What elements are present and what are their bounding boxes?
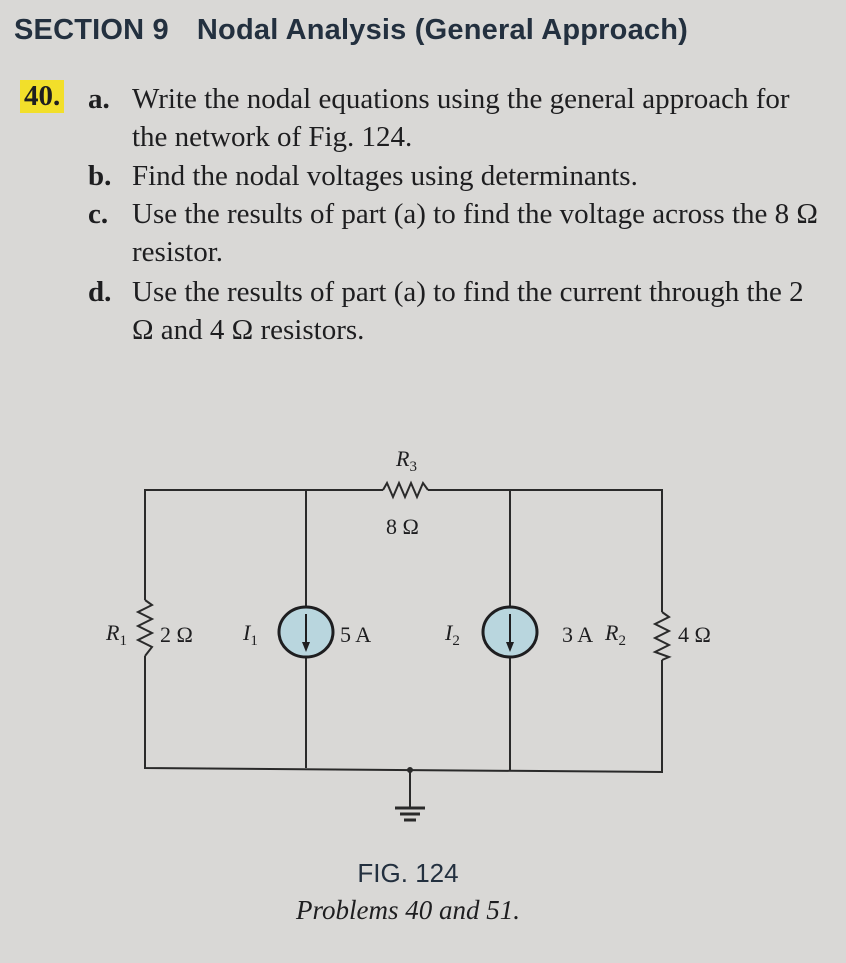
i2-label: I2 — [444, 620, 460, 649]
wires — [144, 489, 663, 774]
resistor-r2 — [652, 611, 672, 661]
arrow-down-icon — [506, 642, 514, 652]
resistor-r1 — [135, 599, 155, 657]
i1-value: 5 A — [340, 622, 371, 647]
section-number: SECTION 9 — [14, 14, 169, 46]
figure-subcaption: Problems 40 and 51. — [296, 895, 520, 925]
current-source-i2 — [481, 605, 539, 659]
part-text: Write the nodal equations using the gene… — [132, 83, 790, 153]
r1-value: 2 Ω — [160, 622, 193, 647]
part-text: Find the nodal voltages using determinan… — [132, 160, 638, 192]
current-source-i1 — [277, 605, 335, 659]
part-b: b. Find the nodal voltages using determin… — [88, 157, 832, 195]
part-text: Use the results of part (a) to find the … — [132, 198, 818, 268]
part-c: c. Use the results of part (a) to find th… — [88, 195, 832, 271]
r2-value: 4 Ω — [678, 622, 711, 647]
i2-value: 3 A — [562, 622, 593, 647]
figure-caption: FIG. 124 — [357, 858, 459, 888]
r3-label: R3 — [395, 446, 417, 475]
r3-value: 8 Ω — [386, 514, 419, 539]
i1-label: I1 — [242, 620, 258, 649]
ground-icon — [395, 767, 425, 822]
part-d: d. Use the results of part (a) to find th… — [88, 273, 832, 349]
part-label: a. — [88, 83, 110, 115]
r2-label: R2 — [604, 620, 626, 649]
part-label: d. — [88, 276, 112, 308]
section-title: Nodal Analysis (General Approach) — [196, 14, 689, 46]
section-header: SECTION 9 Nodal Analysis (General Approac… — [14, 14, 688, 47]
resistor-r3 — [382, 480, 429, 500]
problem-number: 40. — [20, 80, 65, 113]
part-text: Use the results of part (a) to find the … — [132, 276, 804, 346]
part-a: a. Write the nodal equations using the ge… — [88, 80, 832, 156]
part-label: c. — [88, 198, 109, 230]
r1-label: R1 — [105, 620, 127, 649]
arrow-down-icon — [302, 642, 310, 652]
part-label: b. — [88, 160, 112, 192]
